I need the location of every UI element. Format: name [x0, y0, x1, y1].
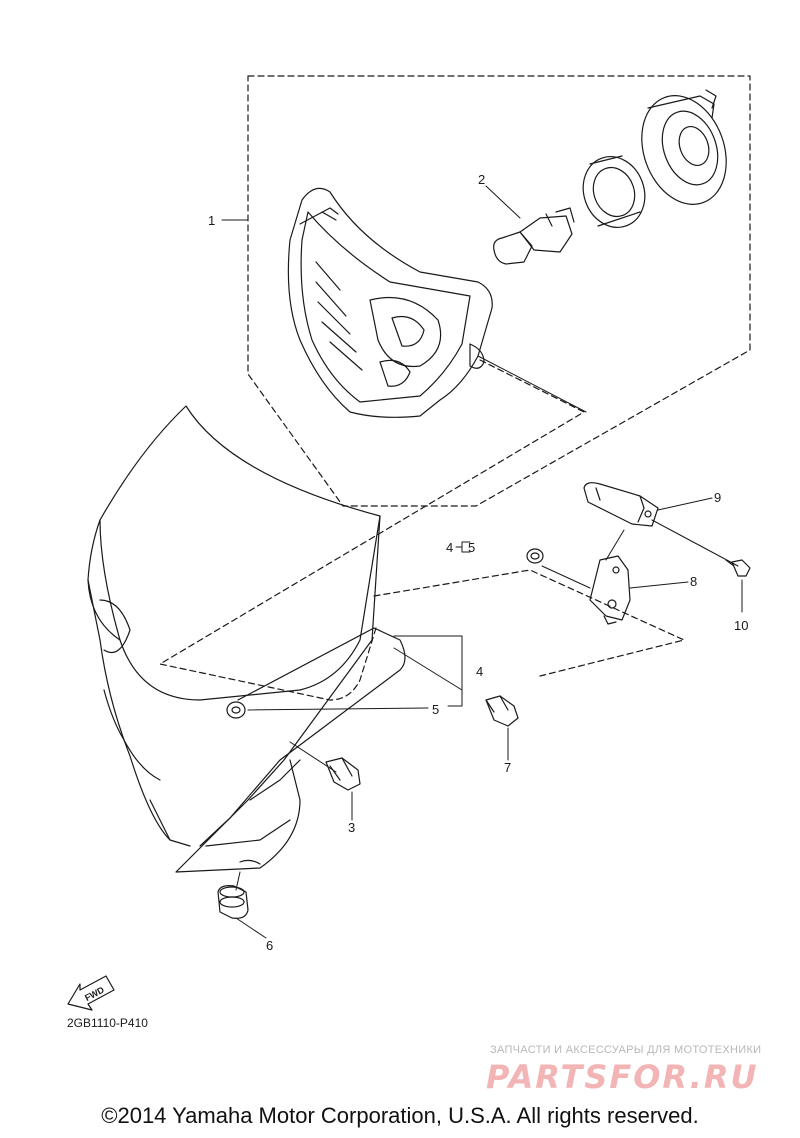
assembly-dashed-box — [247, 75, 751, 507]
bolt-3 — [325, 757, 361, 791]
leader-lines — [221, 185, 743, 939]
bolt-small — [725, 559, 751, 577]
headlight-bulb — [493, 207, 575, 265]
callout-9: 9 — [714, 490, 721, 505]
grommet-small — [526, 548, 544, 564]
drawing-code: 2GB1110-P410 — [67, 1016, 148, 1030]
headlight-stay — [583, 482, 659, 527]
grommet-cover — [226, 701, 246, 719]
callout-4-bracket: 4 — [446, 540, 453, 555]
fwd-arrow-icon — [67, 975, 115, 1011]
damper — [217, 885, 249, 919]
bolt-7 — [485, 695, 519, 727]
callout-2: 2 — [478, 172, 485, 187]
mounting-dashed-plane — [159, 359, 585, 701]
headlight-lens — [287, 187, 493, 418]
callout-labels: 1 2 9 4 5 8 10 4 5 7 3 6 FWD — [83, 172, 748, 1003]
callout-1: 1 — [208, 213, 215, 228]
headlight-cover — [87, 405, 406, 873]
callout-4: 4 — [476, 664, 483, 679]
callout-7: 7 — [504, 760, 511, 775]
callout-8: 8 — [690, 574, 697, 589]
callout-10: 10 — [734, 618, 748, 633]
watermark-tagline: ЗАПЧАСТИ И АКСЕССУАРЫ ДЛЯ МОТОТЕХНИКИ — [490, 1044, 762, 1056]
bracket-plate — [589, 555, 631, 625]
callout-6: 6 — [266, 938, 273, 953]
callout-5: 5 — [432, 702, 439, 717]
watermark-logo: PARTSFOR.RU — [486, 1058, 759, 1096]
bracket-dashed-plane — [373, 569, 685, 677]
socket-cap — [641, 89, 727, 205]
callout-5-bracket: 5 — [468, 540, 475, 555]
rubber-boot — [582, 155, 646, 228]
copyright-notice: ©2014 Yamaha Motor Corporation, U.S.A. A… — [101, 1103, 699, 1128]
callout-3: 3 — [348, 820, 355, 835]
